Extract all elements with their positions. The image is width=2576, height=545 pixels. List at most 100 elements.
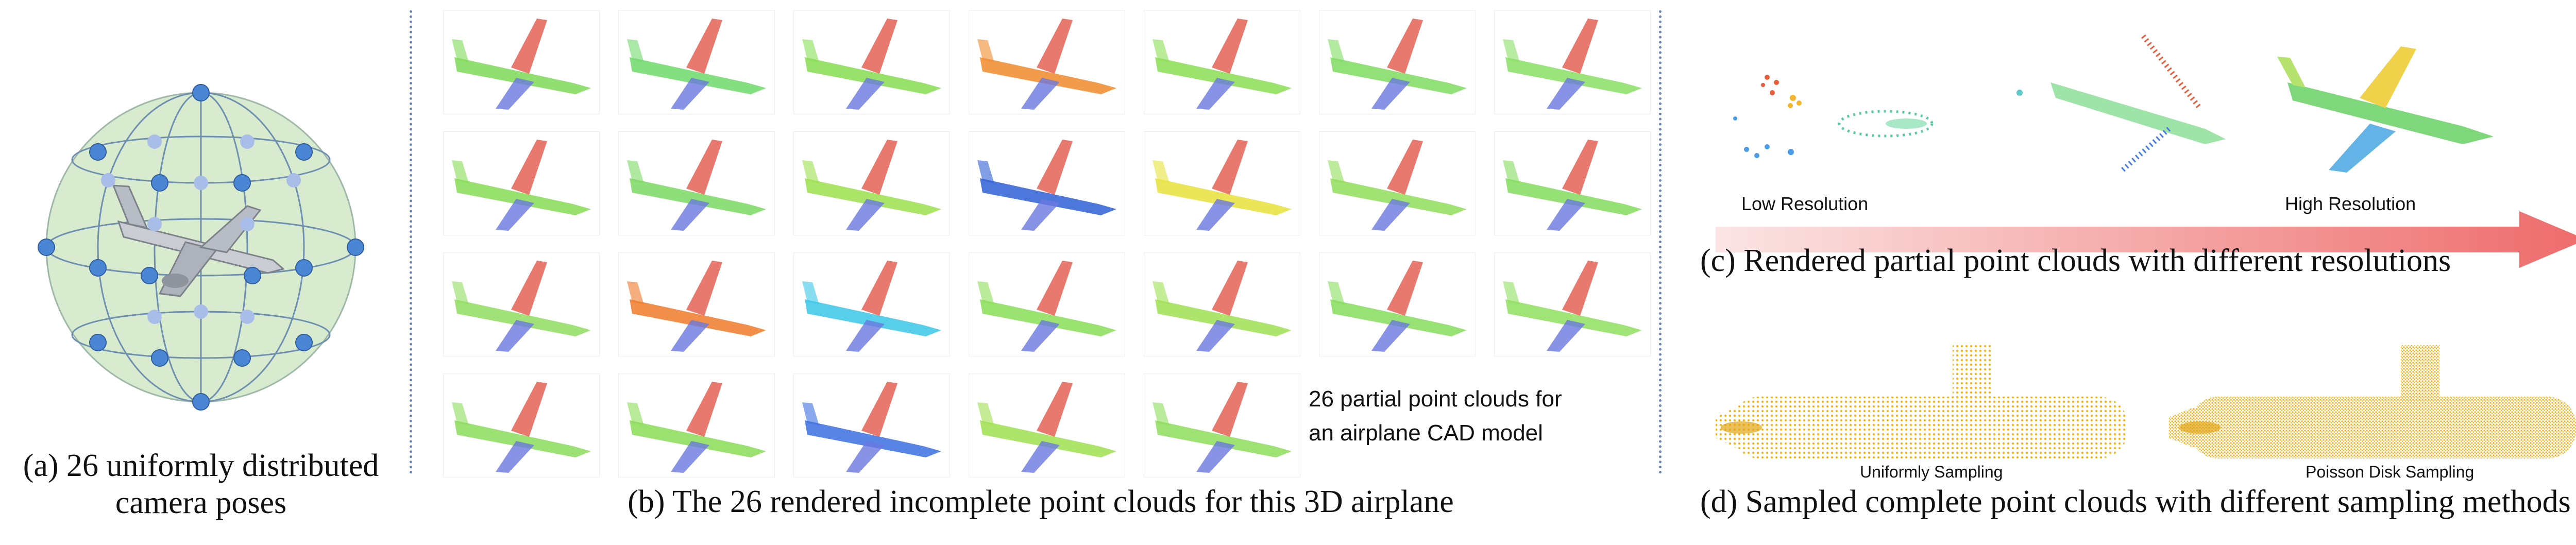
camera-pose-sphere bbox=[38, 84, 364, 411]
airplane-point-cloud bbox=[452, 382, 591, 473]
airplane-point-cloud bbox=[627, 382, 766, 473]
airplane-point-cloud bbox=[1153, 19, 1292, 110]
panel-a-caption: (a) 26 uniformly distributed camera pose… bbox=[10, 447, 392, 521]
point-cloud-part bbox=[1196, 78, 1235, 110]
point-cloud-thumbnail bbox=[1494, 10, 1651, 114]
point-cloud-part bbox=[1153, 39, 1170, 62]
panel-b-note-line1: 26 partial point clouds for bbox=[1309, 386, 1562, 412]
point-cloud-part bbox=[1505, 57, 1642, 94]
point-cloud-part bbox=[1503, 160, 1520, 183]
airplane-point-cloud bbox=[1503, 261, 1642, 352]
point-cloud-part bbox=[1371, 320, 1410, 352]
point-cloud-part bbox=[1387, 140, 1423, 195]
point-cloud-part bbox=[861, 140, 897, 195]
point-cloud-part bbox=[452, 39, 469, 62]
point-cloud-part bbox=[1328, 39, 1345, 62]
resolution-clouds bbox=[1733, 34, 2494, 173]
point-cloud-part bbox=[671, 320, 709, 352]
airplane-point-cloud bbox=[452, 261, 591, 352]
point-cloud-part bbox=[861, 19, 897, 74]
point-cloud-part bbox=[1155, 57, 1292, 94]
point-cloud-thumbnail bbox=[618, 10, 775, 114]
point-cloud-thumbnail bbox=[969, 10, 1125, 114]
point-cloud-thumbnail bbox=[1494, 252, 1651, 356]
point-cloud-part bbox=[630, 57, 766, 94]
point-cloud-part bbox=[1155, 299, 1292, 336]
point-cloud-part bbox=[1196, 199, 1235, 231]
point-cloud-part bbox=[1505, 178, 1642, 215]
panel-d: Uniformly Sampling Poisson Disk Sampling… bbox=[1690, 309, 2576, 545]
point-cloud-part bbox=[1562, 261, 1598, 316]
point-cloud-part bbox=[1371, 199, 1410, 231]
airplane-point-cloud bbox=[1153, 382, 1292, 473]
point-cloud-part bbox=[1212, 261, 1248, 316]
high-res-cloud bbox=[2277, 46, 2494, 173]
airplane-point-cloud bbox=[452, 140, 591, 231]
point-cloud-part bbox=[1021, 441, 1060, 473]
label-poisson-disk-sampling: Poisson Disk Sampling bbox=[2306, 463, 2475, 481]
point-cloud-thumbnail bbox=[793, 131, 950, 235]
airplane-point-cloud bbox=[627, 261, 766, 352]
point-cloud-part bbox=[805, 57, 941, 94]
label-low-resolution: Low Resolution bbox=[1741, 193, 1869, 214]
point-cloud-part bbox=[1037, 19, 1073, 74]
point-cloud-thumbnail bbox=[618, 131, 775, 235]
panel-d-caption: (d) Sampled complete point clouds with d… bbox=[1700, 484, 2571, 519]
point-cloud-part bbox=[496, 199, 534, 231]
point-cloud-part bbox=[1212, 140, 1248, 195]
airplane-point-cloud bbox=[1503, 19, 1642, 110]
point-cloud-thumbnail bbox=[1319, 10, 1476, 114]
panel-a: (a) 26 uniformly distributed camera pose… bbox=[0, 0, 402, 545]
point-cloud-part bbox=[630, 299, 766, 336]
panel-c: Low Resolution High Resolution (c) Rende… bbox=[1690, 0, 2576, 288]
point-cloud-thumbnail bbox=[443, 10, 600, 114]
point-cloud-part bbox=[802, 160, 819, 183]
panel-a-caption-line1: (a) 26 uniformly distributed bbox=[23, 448, 379, 483]
point-cloud-part bbox=[1153, 402, 1170, 425]
point-cloud-part bbox=[980, 420, 1116, 457]
point-cloud-part bbox=[627, 281, 644, 304]
point-cloud-part bbox=[496, 78, 534, 110]
point-cloud-thumbnail bbox=[1319, 252, 1476, 356]
point-cloud-part bbox=[627, 402, 644, 425]
airplane-point-cloud bbox=[1153, 261, 1292, 352]
point-cloud-part bbox=[511, 19, 547, 74]
airplane-point-cloud bbox=[1153, 140, 1292, 231]
point-cloud-part bbox=[511, 140, 547, 195]
point-cloud-part bbox=[1212, 19, 1248, 74]
mid-res-cloud bbox=[2016, 34, 2226, 172]
airplane-point-cloud bbox=[802, 261, 941, 352]
point-cloud-part bbox=[805, 420, 941, 457]
airplane-point-cloud bbox=[1328, 140, 1467, 231]
point-cloud-part bbox=[630, 420, 766, 457]
label-high-resolution: High Resolution bbox=[2285, 193, 2416, 214]
point-cloud-thumbnail bbox=[1144, 131, 1300, 235]
point-cloud-part bbox=[496, 320, 534, 352]
point-cloud-part bbox=[1371, 78, 1410, 110]
point-cloud-part bbox=[1196, 441, 1235, 473]
point-cloud-part bbox=[1153, 160, 1170, 183]
divider-left bbox=[410, 10, 412, 474]
point-cloud-part bbox=[977, 160, 994, 183]
point-cloud-part bbox=[1562, 140, 1598, 195]
point-cloud-part bbox=[802, 402, 819, 425]
point-cloud-part bbox=[805, 178, 941, 215]
point-cloud-part bbox=[802, 281, 819, 304]
point-cloud-part bbox=[846, 441, 885, 473]
low-res-cloud bbox=[1733, 75, 1934, 158]
airplane-point-cloud bbox=[802, 382, 941, 473]
panel-b: 26 partial point clouds for an airplane … bbox=[443, 0, 1651, 545]
point-cloud-part bbox=[1505, 299, 1642, 336]
airplane-point-cloud bbox=[627, 19, 766, 110]
point-cloud-part bbox=[1547, 320, 1585, 352]
point-cloud-part bbox=[511, 261, 547, 316]
airplane-point-cloud bbox=[1503, 140, 1642, 231]
panel-c-caption: (c) Rendered partial point clouds with d… bbox=[1700, 243, 2451, 278]
point-cloud-part bbox=[1155, 420, 1292, 457]
point-cloud-part bbox=[454, 420, 591, 457]
point-cloud-part bbox=[1021, 320, 1060, 352]
airplane-point-cloud bbox=[1328, 19, 1467, 110]
point-cloud-part bbox=[452, 281, 469, 304]
point-cloud-thumbnail bbox=[969, 252, 1125, 356]
airplane-point-cloud bbox=[977, 382, 1116, 473]
